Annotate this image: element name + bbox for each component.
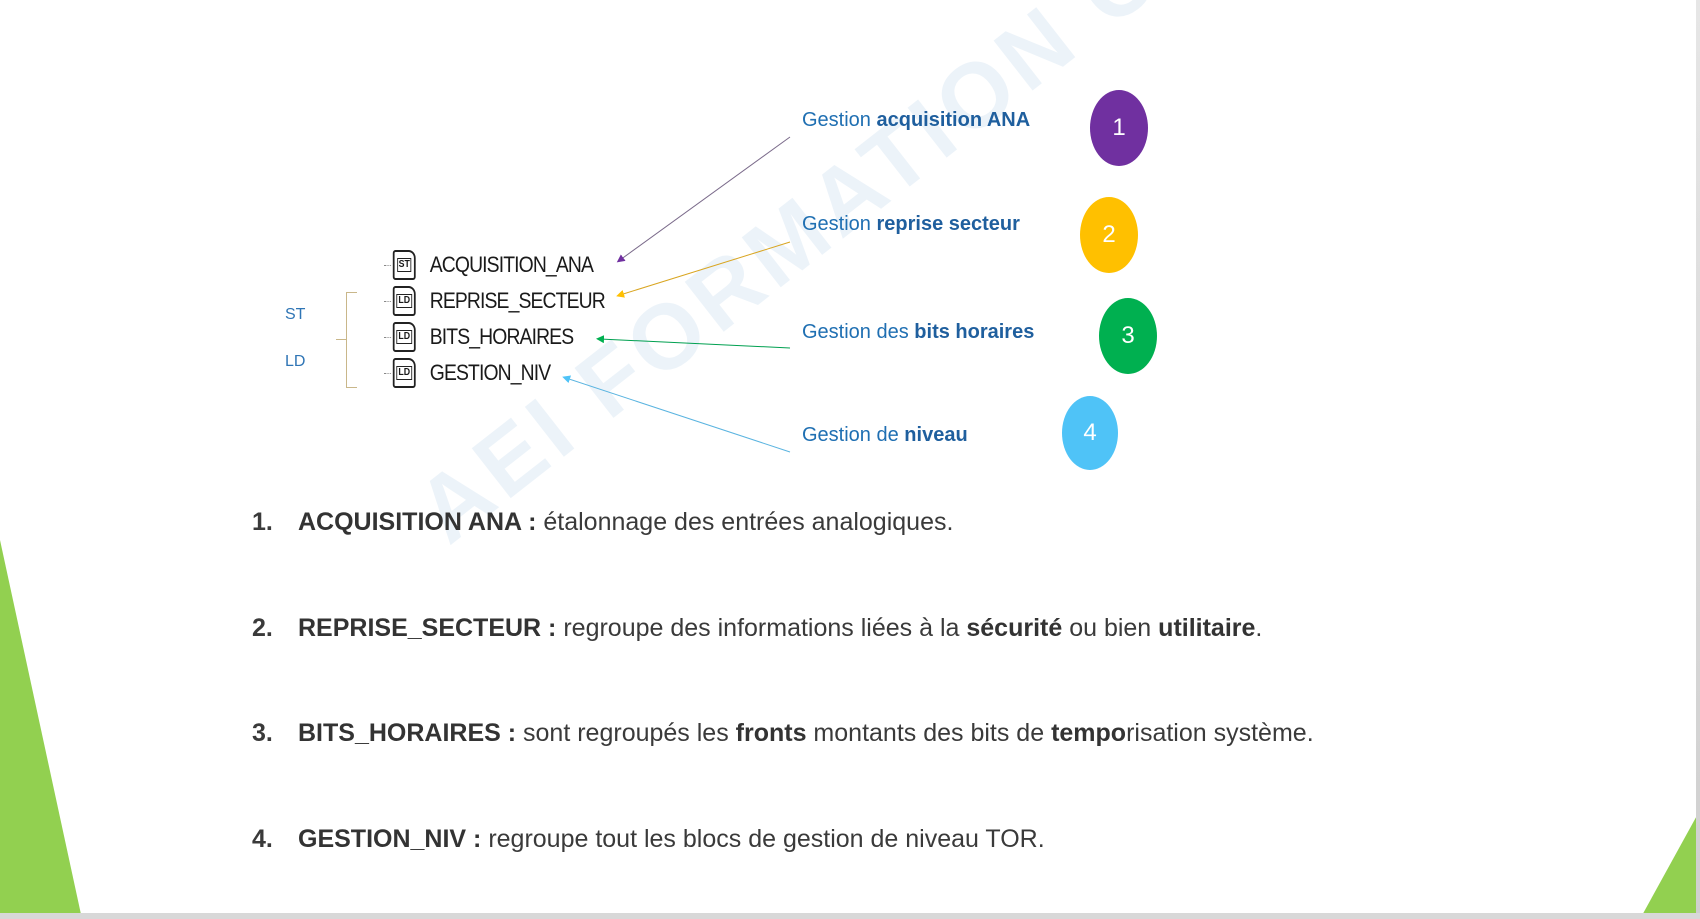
tree-item-label: ACQUISITION_ANA — [429, 252, 594, 277]
list-item-2: 2. REPRISE_SECTEUR : regroupe des informa… — [252, 614, 1262, 643]
callout-prefix: Gestion — [802, 213, 877, 235]
tree-item-label: BITS_HORAIRES — [429, 324, 574, 349]
item-text: montants des bits de — [806, 719, 1052, 747]
lang-label-ld: LD — [285, 353, 306, 370]
arrow-4 — [562, 375, 791, 453]
item-term: GESTION_NIV : — [298, 825, 489, 853]
slide-right-border — [1696, 0, 1700, 919]
ld-file-icon: LD — [392, 358, 416, 388]
arrow-2 — [616, 241, 791, 298]
callout-bold: reprise secteur — [876, 213, 1020, 235]
slide-bottom-border — [0, 913, 1700, 919]
arrow-1 — [616, 136, 791, 263]
tree-item-gestion-niv[interactable]: LD GESTION_NIV — [384, 355, 605, 391]
callout-prefix: Gestion — [802, 109, 877, 131]
number-badge-2: 2 — [1080, 197, 1138, 273]
bracket-tick — [336, 339, 346, 340]
item-text: risation système. — [1126, 719, 1314, 747]
item-text: étalonnage des entrées analogiques. — [543, 508, 954, 536]
item-text: sont regroupés les — [523, 719, 736, 747]
callout-bold: acquisition ANA — [876, 109, 1031, 131]
callout-2: Gestion reprise secteur — [802, 213, 1020, 236]
tree-item-label: GESTION_NIV — [429, 360, 551, 385]
lang-label-st: ST — [285, 306, 306, 323]
arrow-3 — [596, 335, 791, 349]
tree-item-label: REPRISE_SECTEUR — [429, 288, 606, 313]
item-text: . — [1255, 614, 1263, 642]
number-badge-3: 3 — [1099, 298, 1157, 374]
bracket — [346, 292, 357, 388]
tree-connector — [384, 372, 392, 374]
item-emphasis: utilitaire — [1158, 614, 1256, 642]
item-text: ou bien — [1062, 614, 1159, 642]
tree-connector — [384, 300, 392, 302]
tree-item-acquisition-ana[interactable]: ST ACQUISITION_ANA — [384, 247, 605, 283]
tree-item-bits-horaires[interactable]: LD BITS_HORAIRES — [384, 319, 605, 355]
callout-3: Gestion des bits horaires — [802, 321, 1034, 344]
list-number: 2. — [252, 614, 273, 642]
number-badge-4: 4 — [1062, 396, 1118, 470]
list-item-1: 1. ACQUISITION ANA : étalonnage des entré… — [252, 508, 953, 537]
callout-1: Gestion acquisition ANA — [802, 109, 1030, 132]
tree-connector — [384, 264, 392, 266]
number-badge-1: 1 — [1090, 90, 1148, 166]
program-tree: ST ACQUISITION_ANA LD REPRISE_SECTEUR LD… — [384, 247, 635, 391]
item-emphasis: sécurité — [966, 614, 1063, 642]
list-number: 3. — [252, 719, 273, 747]
item-emphasis: tempo — [1051, 719, 1127, 747]
list-number: 4. — [252, 825, 273, 853]
callout-4: Gestion de niveau — [802, 424, 968, 447]
list-item-4: 4. GESTION_NIV : regroupe tout les blocs … — [252, 825, 1045, 854]
callout-bold: niveau — [904, 424, 968, 446]
item-term: ACQUISITION ANA : — [298, 508, 544, 536]
item-term: REPRISE_SECTEUR : — [298, 614, 564, 642]
callout-bold: bits horaires — [914, 321, 1035, 343]
list-number: 1. — [252, 508, 273, 536]
item-emphasis: fronts — [735, 719, 807, 747]
item-text: regroupe des informations liées à la — [563, 614, 967, 642]
list-item-3: 3. BITS_HORAIRES : sont regroupés les fro… — [252, 719, 1314, 748]
tree-item-reprise-secteur[interactable]: LD REPRISE_SECTEUR — [384, 283, 606, 319]
item-text: regroupe tout les blocs de gestion de ni… — [488, 825, 1045, 853]
st-file-icon: ST — [392, 250, 416, 280]
ld-file-icon: LD — [392, 286, 416, 316]
ld-file-icon: LD — [392, 322, 416, 352]
item-term: BITS_HORAIRES : — [298, 719, 524, 747]
callout-prefix: Gestion des — [802, 321, 915, 343]
callout-prefix: Gestion de — [802, 424, 905, 446]
tree-connector — [384, 336, 392, 338]
